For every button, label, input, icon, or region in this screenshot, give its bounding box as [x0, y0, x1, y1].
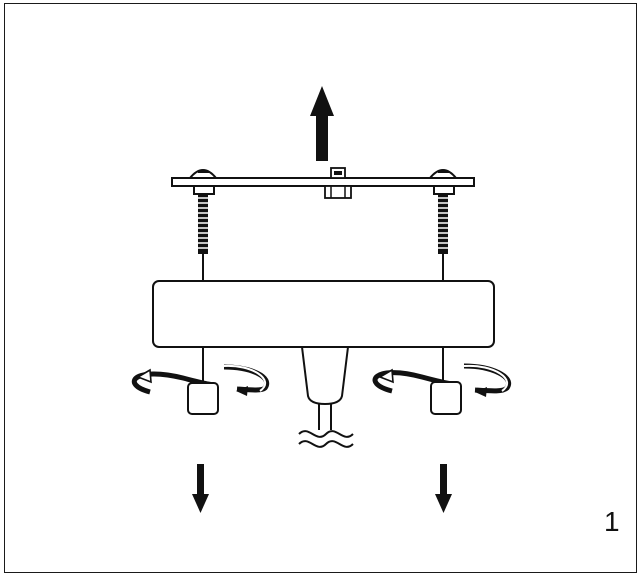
mounting-plate-icon	[171, 177, 475, 187]
cable-icon	[298, 346, 354, 448]
rotate-arrow-icon	[372, 347, 512, 415]
arrow-down-icon	[435, 464, 452, 513]
nut-icon	[324, 167, 352, 199]
screw-icon	[187, 169, 219, 281]
rotate-arrow-icon	[131, 347, 270, 415]
arrow-down-icon	[192, 464, 209, 513]
figure-number: 1	[604, 506, 620, 537]
light-body-icon	[152, 280, 495, 348]
screw-icon	[427, 169, 459, 281]
arrow-up-icon	[310, 86, 334, 161]
